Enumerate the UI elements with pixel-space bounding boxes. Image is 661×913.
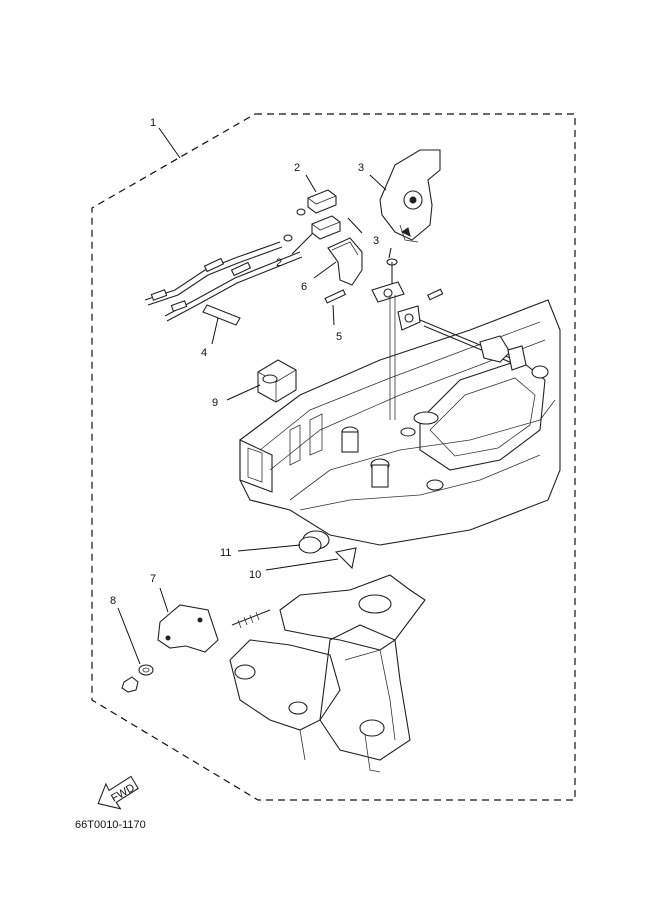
assembly-boundary	[91, 113, 576, 801]
remote-control-cables	[144, 241, 303, 322]
part-8-washer	[138, 664, 154, 676]
callout-10: 10	[249, 569, 261, 581]
part-6-bracket	[327, 237, 363, 286]
part-10-plug	[334, 547, 357, 570]
part-2-cable-clips	[283, 189, 341, 242]
part-7-bracket-plate	[157, 604, 271, 653]
diagram-code: 66T0010-1170	[75, 819, 146, 831]
callout-3-upper: 3	[358, 162, 364, 174]
callout-1: 1	[150, 117, 156, 129]
part-8-nut	[121, 676, 139, 693]
callout-5: 5	[336, 331, 342, 343]
leader-lines	[117, 127, 387, 665]
fwd-label: FWD	[109, 782, 137, 805]
callout-9: 9	[212, 397, 218, 409]
callout-2-lower: 2	[276, 257, 282, 269]
callout-2-upper: 2	[294, 162, 300, 174]
part-11-plug	[298, 530, 330, 554]
part-9-grommet	[257, 359, 297, 403]
callout-7: 7	[150, 573, 156, 585]
lower-cowling-illustration	[239, 299, 561, 546]
shift-rod-linkage	[371, 247, 527, 420]
part-5-pin	[324, 289, 347, 304]
fwd-arrow-icon: FWD	[97, 775, 139, 810]
callout-8: 8	[110, 595, 116, 607]
swivel-bracket-illustration	[229, 574, 426, 773]
callout-6: 6	[301, 281, 307, 293]
callout-4: 4	[201, 347, 207, 359]
part-3-shift-lever	[379, 149, 441, 243]
callout-11: 11	[220, 547, 231, 559]
callout-3-lower: 3	[373, 235, 379, 247]
part-4-plate	[202, 304, 241, 326]
